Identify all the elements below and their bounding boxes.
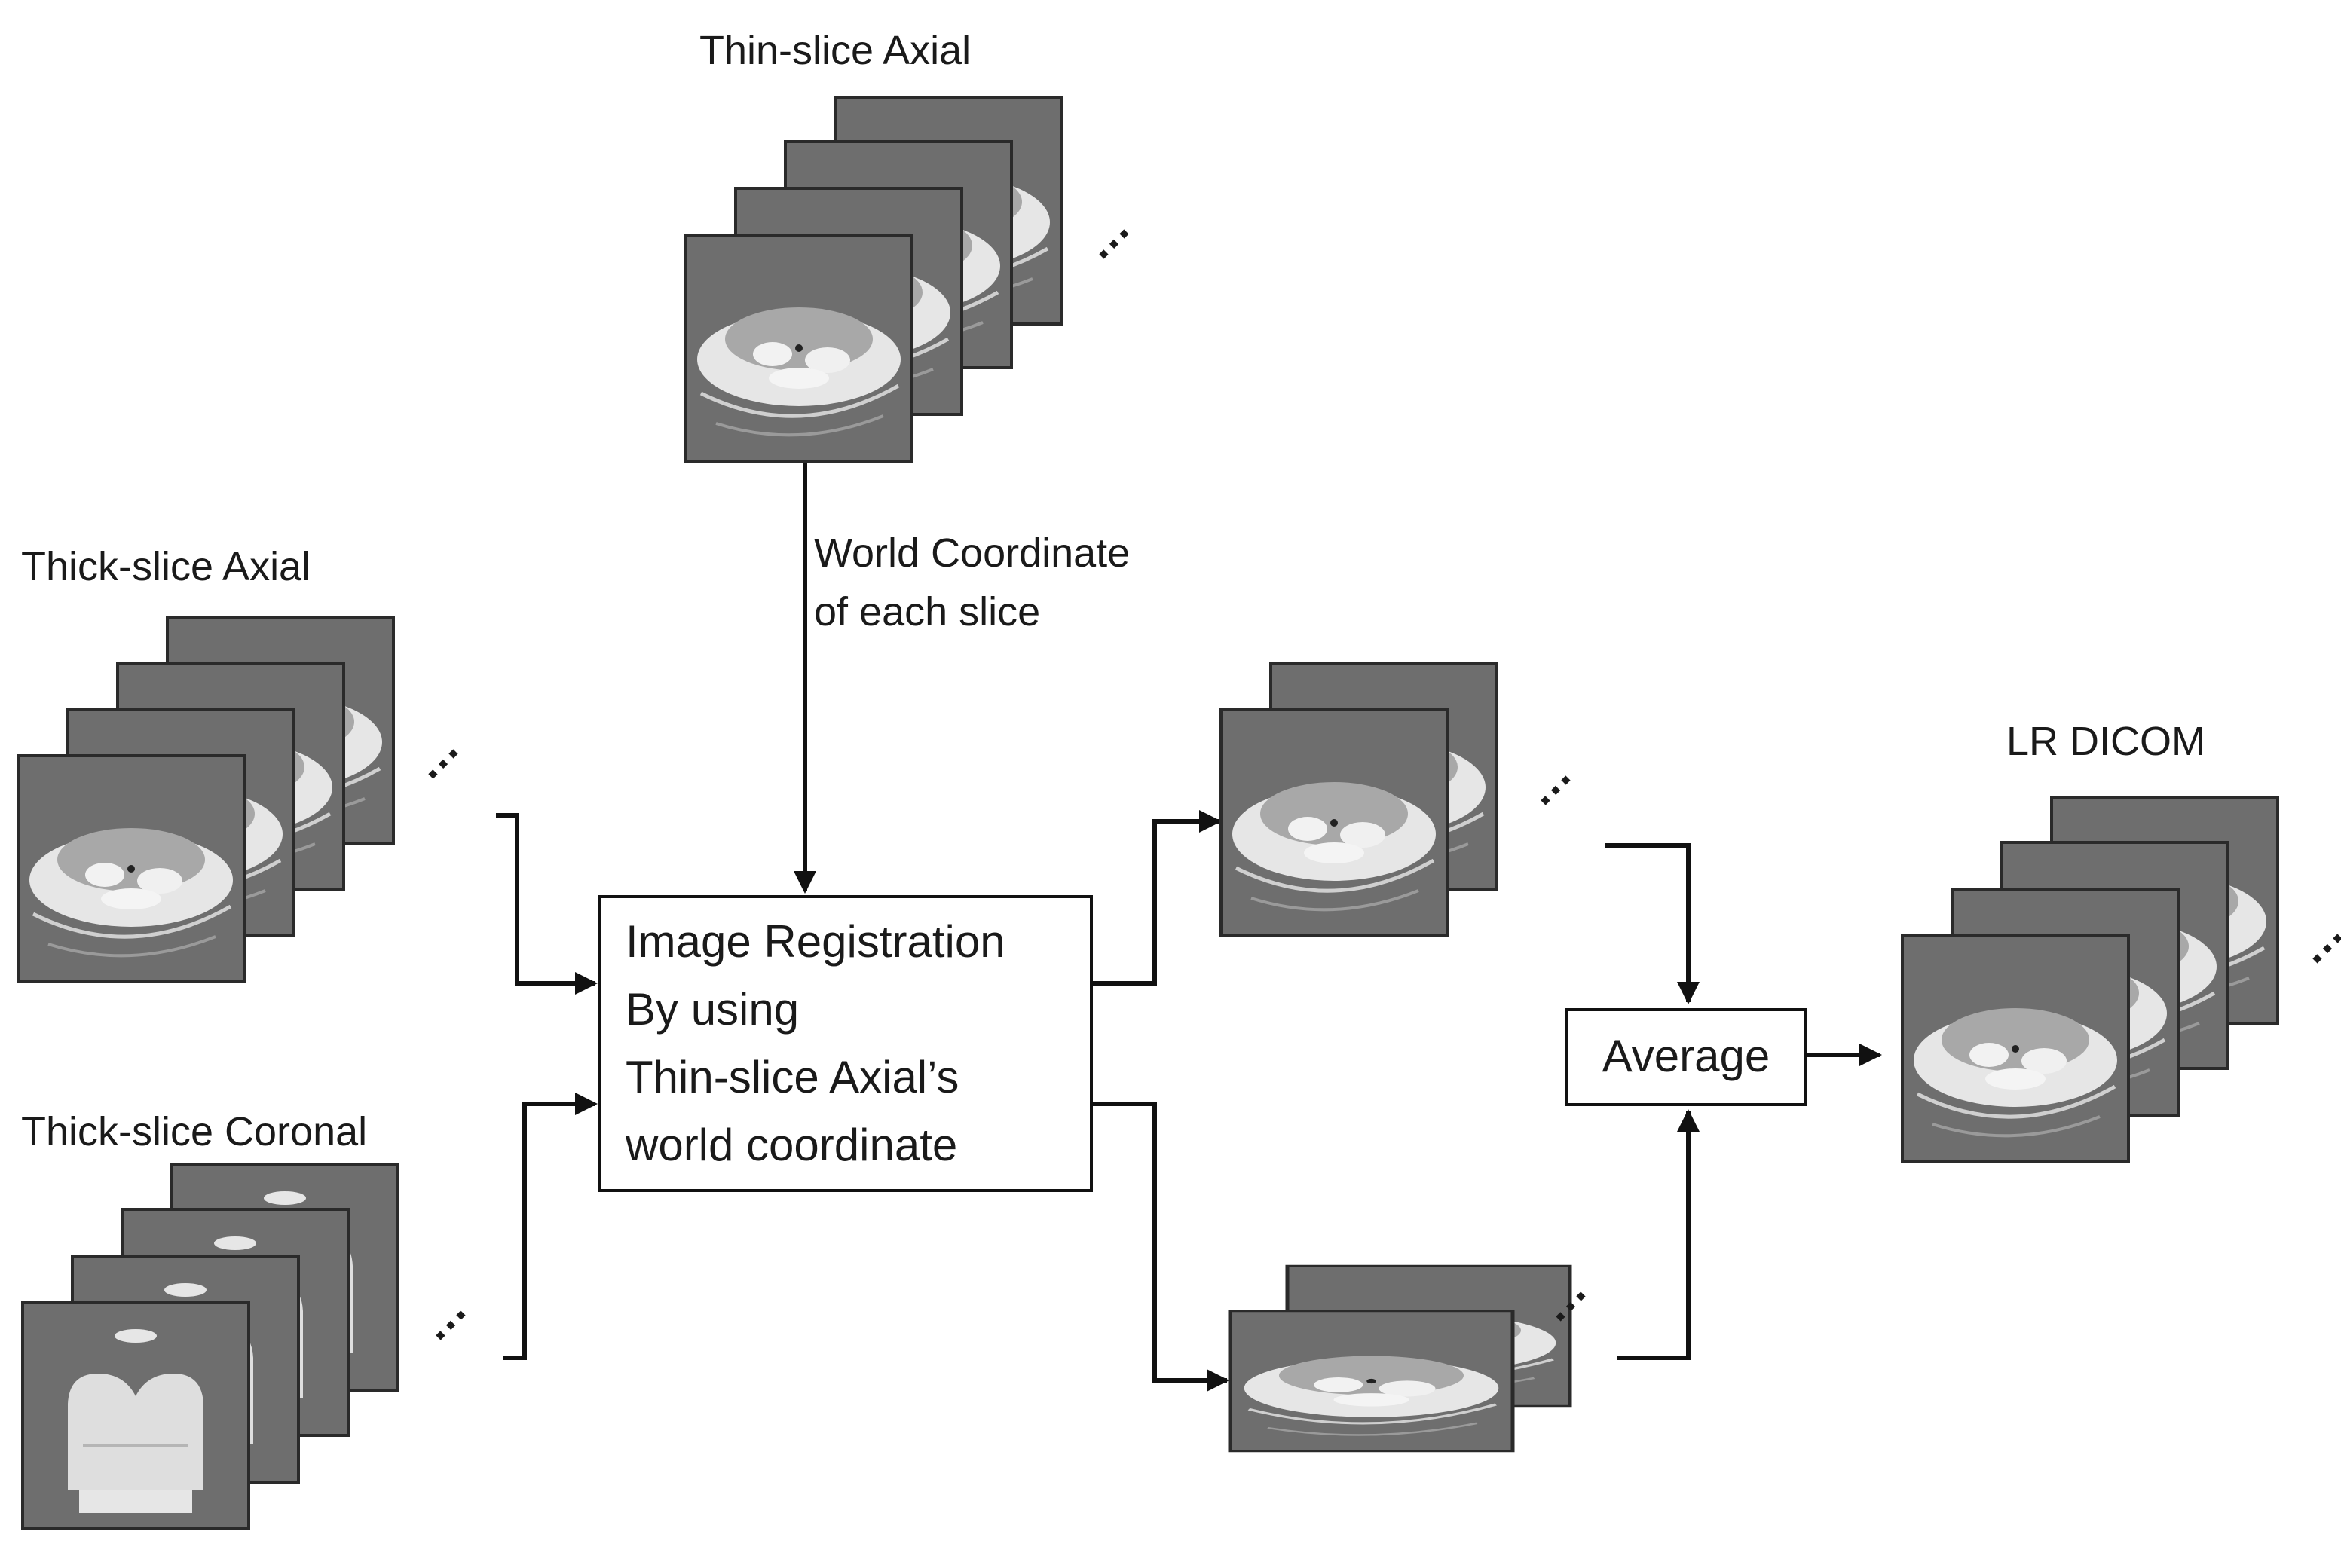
thick-axial-label: Thick-slice Axial — [21, 544, 311, 589]
registered-coronal-slice — [1230, 1311, 1513, 1451]
registered-axial-to-average-arrow — [1605, 843, 1700, 1004]
thick-coronal-stack — [21, 1163, 399, 1530]
lr-dicom-label: LR DICOM — [2006, 719, 2205, 764]
world-coordinate-label-line2: of each slice — [814, 589, 1040, 634]
lr-dicom-slice — [1902, 936, 2128, 1162]
average-label: Average — [1602, 1031, 1770, 1081]
registered-coronal-stack — [1230, 1266, 1570, 1451]
lr-dicom-stack — [1902, 797, 2278, 1162]
thick-axial-stack — [18, 618, 393, 982]
registered-axial-slice — [1221, 710, 1447, 936]
registration-to-registered-axial-arrow — [1093, 810, 1222, 986]
registration-box: Image Registration By using Thin-slice A… — [598, 895, 1093, 1192]
thick-axial-ellipsis: … — [401, 722, 469, 790]
registration-to-registered-coronal-arrow — [1093, 1102, 1229, 1392]
thin-axial-slice — [686, 235, 912, 461]
thick-axial-to-registration-arrow — [496, 813, 598, 995]
registered-axial-stack — [1221, 663, 1497, 936]
thin-axial-ellipsis: … — [1072, 202, 1140, 270]
average-box: Average — [1565, 1008, 1807, 1106]
thick-coronal-label: Thick-slice Coronal — [21, 1109, 367, 1154]
thick-coronal-slice — [21, 1301, 250, 1530]
registration-line1: Image Registration — [626, 916, 1005, 967]
thin-axial-stack — [686, 98, 1061, 461]
registration-line3: Thin-slice Axial’s — [626, 1052, 959, 1102]
registered-coronal-to-average-arrow — [1617, 1109, 1700, 1360]
world-coordinate-label-line1: World Coordinate — [814, 530, 1130, 576]
thick-coronal-to-registration-arrow — [503, 1093, 598, 1360]
thick-coronal-ellipsis: … — [409, 1283, 476, 1351]
registration-line4: world coordinate — [625, 1120, 957, 1170]
lr-dicom-ellipsis: … — [2285, 906, 2341, 974]
registered-axial-ellipsis: … — [1513, 748, 1581, 816]
registration-line2: By using — [626, 984, 799, 1035]
thick-axial-slice — [18, 756, 244, 982]
thin-axial-label: Thin-slice Axial — [699, 28, 971, 73]
